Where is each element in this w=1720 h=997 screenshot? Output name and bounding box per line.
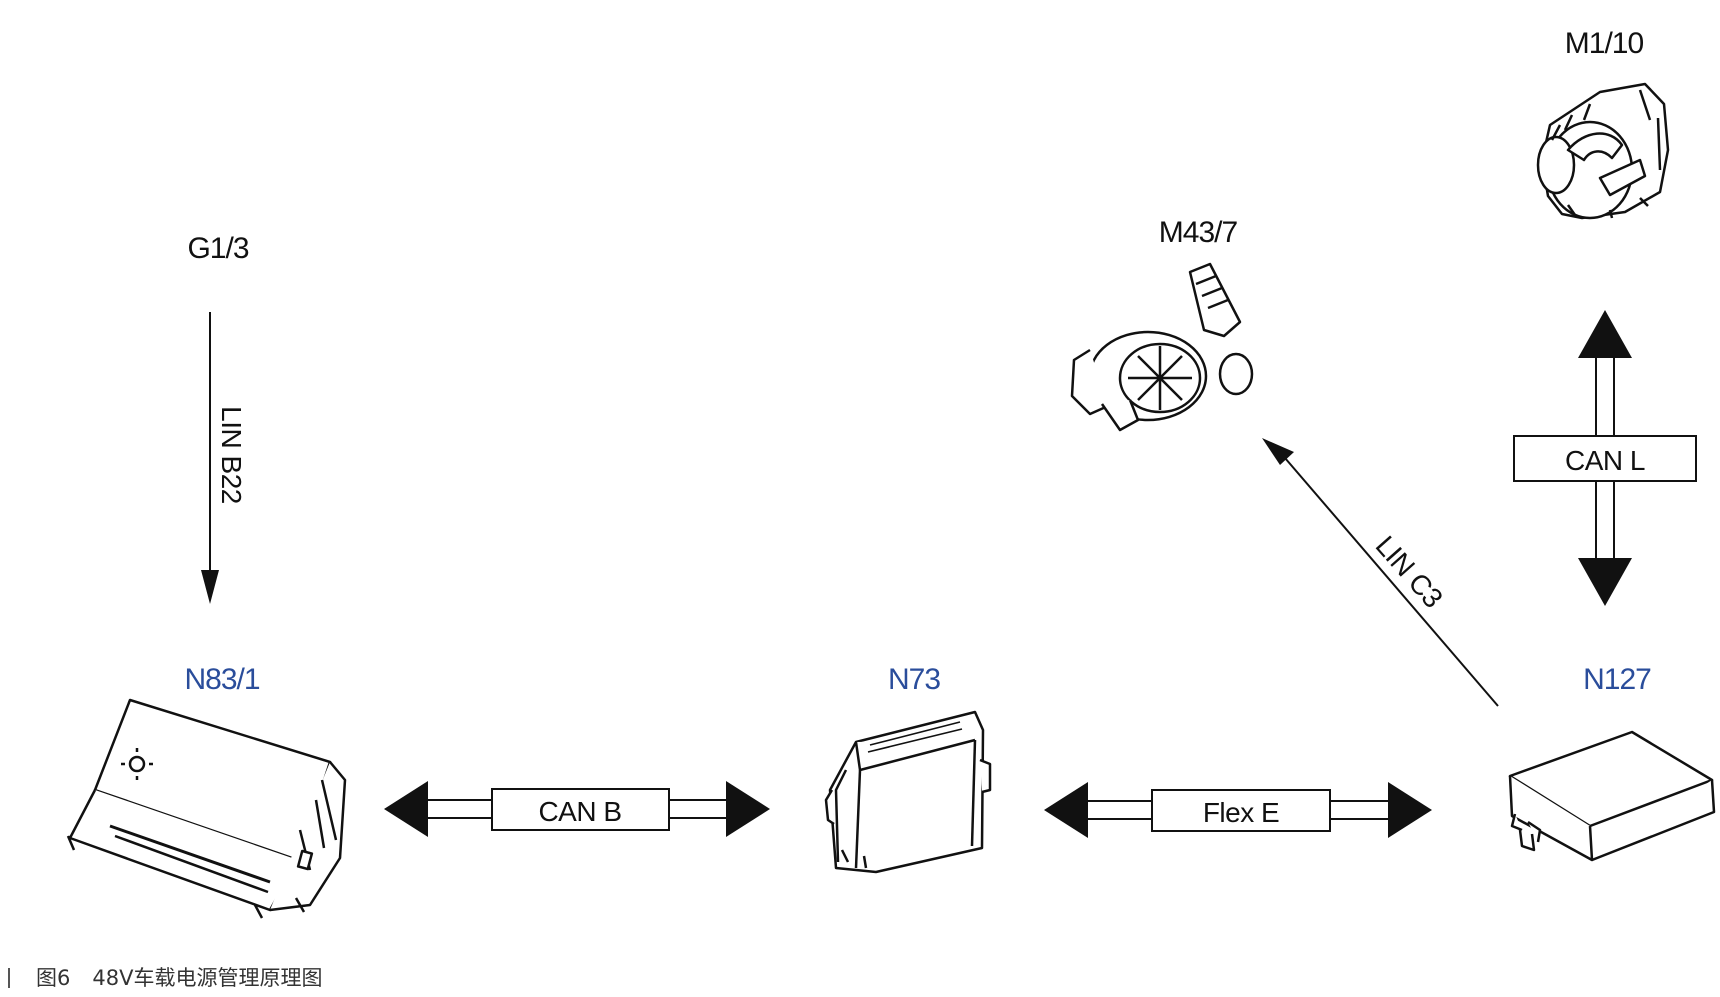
connection-can-l: CAN L — [1513, 310, 1697, 606]
label-m1-10: M1/10 — [1565, 27, 1644, 60]
bus-box-can-b — [491, 788, 670, 831]
figure-caption: 图6 48V车载电源管理原理图 — [8, 962, 322, 992]
arrow-head-right — [726, 781, 770, 837]
bus-label-can-b: CAN B — [538, 796, 621, 827]
ignition-switch-icon — [824, 710, 992, 874]
connection-flex-e: Flex E — [1044, 782, 1432, 838]
coolant-pump-icon — [1070, 262, 1254, 432]
caption-number: 图6 — [36, 966, 71, 990]
arrow-head-down — [1578, 558, 1632, 606]
caption-text: 48V车载电源管理原理图 — [92, 966, 323, 990]
bus-box-flex-e — [1151, 789, 1331, 832]
label-g1-3: G1/3 — [187, 232, 248, 265]
connection-lin-c3: LIN C3 — [1262, 438, 1499, 707]
label-n73: N73 — [888, 663, 940, 696]
label-n127: N127 — [1583, 663, 1651, 696]
arrow-head-left — [1044, 782, 1088, 838]
label-n83-1: N83/1 — [184, 663, 259, 696]
label-m43-7: M43/7 — [1159, 216, 1238, 249]
starter-generator-icon — [1536, 82, 1670, 220]
connection-can-b: CAN B — [384, 781, 770, 837]
arrow-head-down — [201, 570, 219, 604]
connection-lin-b22: LIN B22 — [201, 312, 247, 604]
bus-label-can-l: CAN L — [1565, 445, 1645, 476]
dc-dc-converter-icon — [66, 698, 347, 919]
control-unit-icon — [1508, 730, 1716, 862]
arrow-head-up — [1578, 310, 1632, 358]
bus-label-lin-b22: LIN B22 — [216, 406, 247, 504]
bus-label-flex-e: Flex E — [1203, 797, 1279, 828]
bus-box-can-l — [1513, 435, 1697, 482]
caption-marker — [8, 968, 10, 988]
arrow-head-up-left — [1262, 438, 1294, 465]
arrow-head-right — [1388, 782, 1432, 838]
arrow-head-left — [384, 781, 428, 837]
